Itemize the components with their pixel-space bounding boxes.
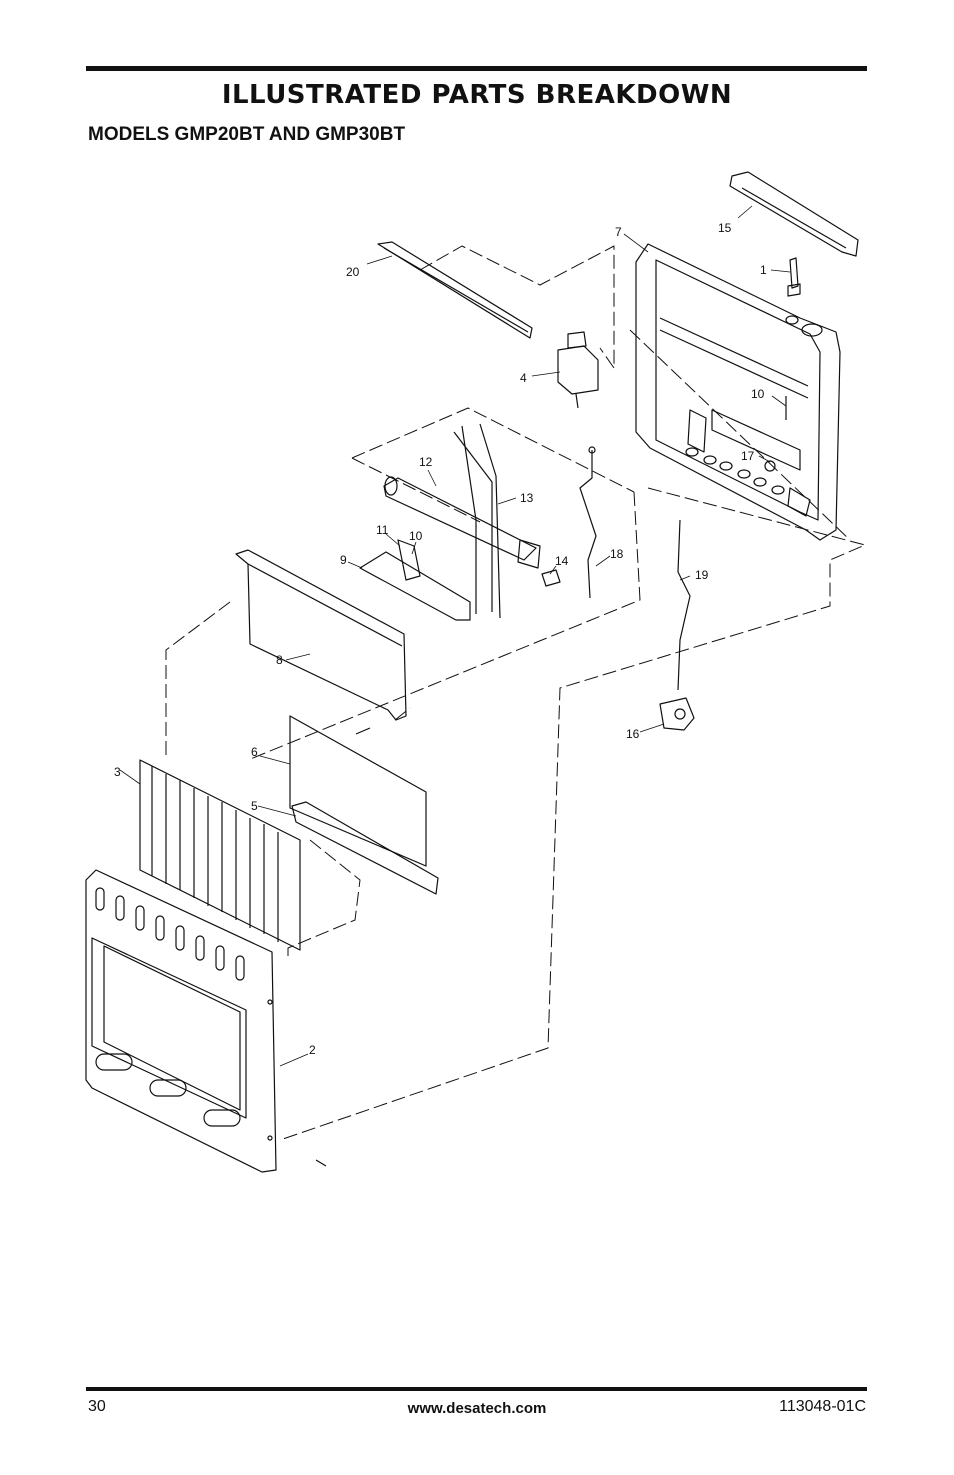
callout-4: 4 [520, 371, 527, 385]
callout-6: 6 [251, 745, 258, 759]
callout-14: 14 [555, 554, 569, 568]
callout-19: 19 [695, 568, 709, 582]
top-rule [86, 66, 867, 71]
callout-7: 7 [615, 225, 622, 239]
part-5-bracket [291, 801, 439, 895]
bottom-rule [86, 1387, 867, 1391]
callout-12: 12 [419, 455, 433, 469]
front-panel-slots [95, 887, 245, 1127]
callout-10-cabinet: 10 [751, 387, 765, 401]
callout-16: 16 [626, 727, 640, 741]
part-14-fitting [541, 569, 561, 587]
leader-lines [119, 205, 791, 1067]
callout-labels: 15 1 7 20 4 10 17 12 13 11 10 9 14 18 19… [114, 221, 767, 1057]
callout-20: 20 [346, 265, 360, 279]
callout-5: 5 [251, 799, 258, 813]
part-9-pilot-assembly [359, 539, 471, 621]
callout-15: 15 [718, 221, 732, 235]
part-6-panel [289, 715, 427, 867]
alignment-lines [165, 245, 866, 1141]
page-number: 30 [88, 1398, 106, 1415]
part-12-burner [383, 476, 541, 569]
part-2-front-panel [85, 869, 277, 1173]
callout-18: 18 [610, 547, 624, 561]
document-code: 113048-01C [779, 1398, 866, 1415]
part-8-firebox [235, 549, 407, 735]
page-title: ILLUSTRATED PARTS BREAKDOWN [221, 80, 733, 110]
part-19-supply-line [677, 519, 691, 691]
cabinet-holes [685, 447, 785, 495]
part-4-valve [557, 331, 599, 409]
part-18-gas-line [579, 446, 597, 599]
part-7-cabinet [635, 243, 841, 541]
part-3-grille [139, 759, 301, 951]
callout-1: 1 [760, 263, 767, 277]
callout-2: 2 [309, 1043, 316, 1057]
part-13-tubes [453, 423, 501, 619]
page-subtitle: MODELS GMP20BT AND GMP30BT [88, 124, 406, 145]
part-16-regulator [659, 697, 695, 731]
callout-13: 13 [520, 491, 534, 505]
callout-11: 11 [376, 523, 389, 537]
callout-3: 3 [114, 765, 121, 779]
website-link[interactable]: www.desatech.com [407, 1400, 547, 1417]
callout-8: 8 [276, 653, 283, 667]
part-15-strip [729, 171, 859, 257]
callout-9: 9 [340, 553, 347, 567]
callout-17: 17 [741, 449, 755, 463]
callout-10-pilot: 10 [409, 529, 423, 543]
part-1-electrode [787, 257, 801, 297]
part-20-shield [377, 241, 533, 339]
screw [315, 1159, 327, 1167]
